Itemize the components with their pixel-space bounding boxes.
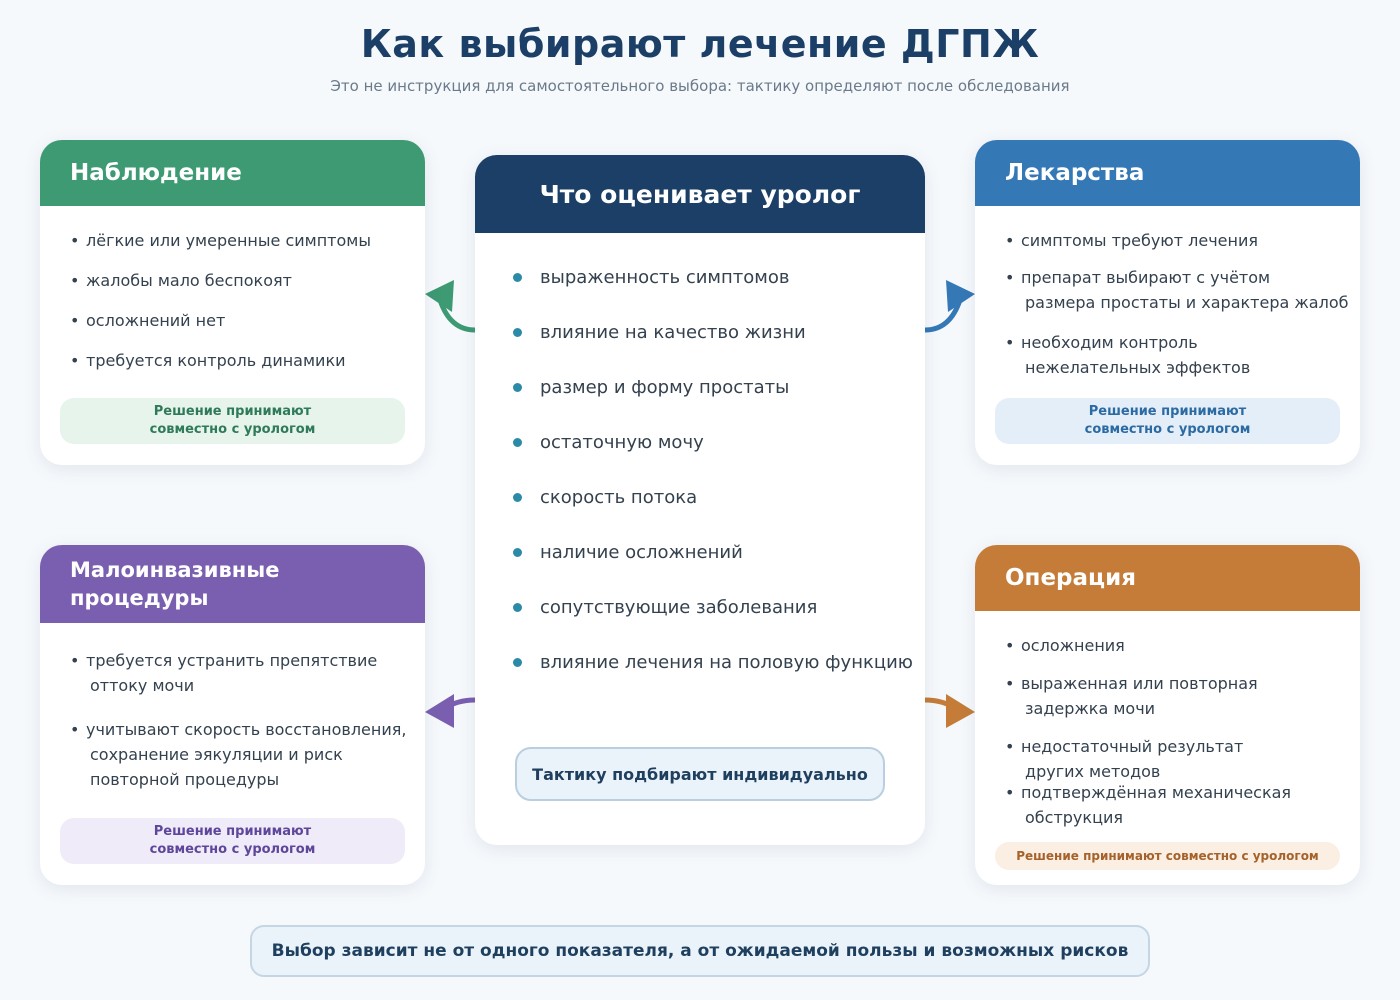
list-item: наличие осложнений — [513, 542, 743, 563]
page-title: Как выбирают лечение ДГПЖ — [360, 22, 1040, 66]
arrowhead-medication — [946, 280, 975, 312]
bullet-dot — [513, 328, 522, 337]
list-item: •требуется контроль динамики — [70, 351, 346, 370]
minimally-invasive-header: Малоинвазивные процедуры — [40, 545, 425, 623]
bullet-dot — [513, 548, 522, 557]
minimally-invasive-title-line1: Малоинвазивные — [70, 558, 280, 582]
list-item: •симптомы требуют лечения — [1005, 231, 1259, 250]
bullet-dot — [513, 493, 522, 502]
medication-header: Лекарства — [975, 140, 1360, 206]
bullet-dot — [513, 273, 522, 282]
arrowhead-surgery — [946, 694, 975, 728]
list-item: влияние лечения на половую функцию — [513, 652, 913, 673]
surgery-card: Операция •осложнения •выраженная или пов… — [975, 545, 1360, 885]
urologist-assessment-title: Что оценивает уролог — [539, 179, 861, 209]
observation-header: Наблюдение — [40, 140, 425, 206]
urologist-assessment-card: Что оценивает уролог выраженность симпто… — [475, 155, 925, 845]
arrowhead-observation — [425, 280, 454, 312]
observation-card: Наблюдение •лёгкие или умеренные симптом… — [40, 140, 425, 465]
list-item: остаточную мочу — [513, 432, 704, 453]
list-item: •учитывают скорость восстановления,сохра… — [70, 720, 407, 789]
footer-callout: Выбор зависит не от одного показателя, а… — [250, 925, 1150, 977]
list-item: влияние на качество жизни — [513, 322, 806, 343]
list-item: •жалобы мало беспокоят — [70, 271, 292, 290]
minimally-invasive-title-line2: процедуры — [70, 586, 209, 610]
minimally-invasive-card: Малоинвазивные процедуры •требуется устра… — [40, 545, 425, 885]
page-subtitle: Это не инструкция для самостоятельного в… — [330, 77, 1070, 95]
bullet-dot — [513, 603, 522, 612]
list-item: скорость потока — [513, 487, 697, 508]
arrowhead-minimally-invasive — [425, 694, 454, 728]
surgery-decision-note: Решение принимают совместно с урологом — [995, 842, 1340, 870]
urologist-assessment-header: Что оценивает уролог — [475, 155, 925, 233]
medication-card: Лекарства •симптомы требуют лечения •пре… — [975, 140, 1360, 465]
surgery-header: Операция — [975, 545, 1360, 611]
list-item: •осложнений нет — [70, 311, 226, 330]
bullet-dot — [513, 658, 522, 667]
surgery-title: Операция — [1005, 565, 1136, 591]
medication-title: Лекарства — [1005, 160, 1145, 186]
observation-title: Наблюдение — [70, 160, 242, 186]
bullet-dot — [513, 383, 522, 392]
list-item: размер и форму простаты — [513, 377, 789, 398]
list-item: •осложнения — [1005, 636, 1125, 655]
list-item: сопутствующие заболевания — [513, 597, 817, 618]
list-item: •лёгкие или умеренные симптомы — [70, 231, 371, 250]
tactic-callout: Тактику подбирают индивидуально — [515, 747, 885, 801]
bullet-dot — [513, 438, 522, 447]
list-item: выраженность симптомов — [513, 267, 789, 288]
